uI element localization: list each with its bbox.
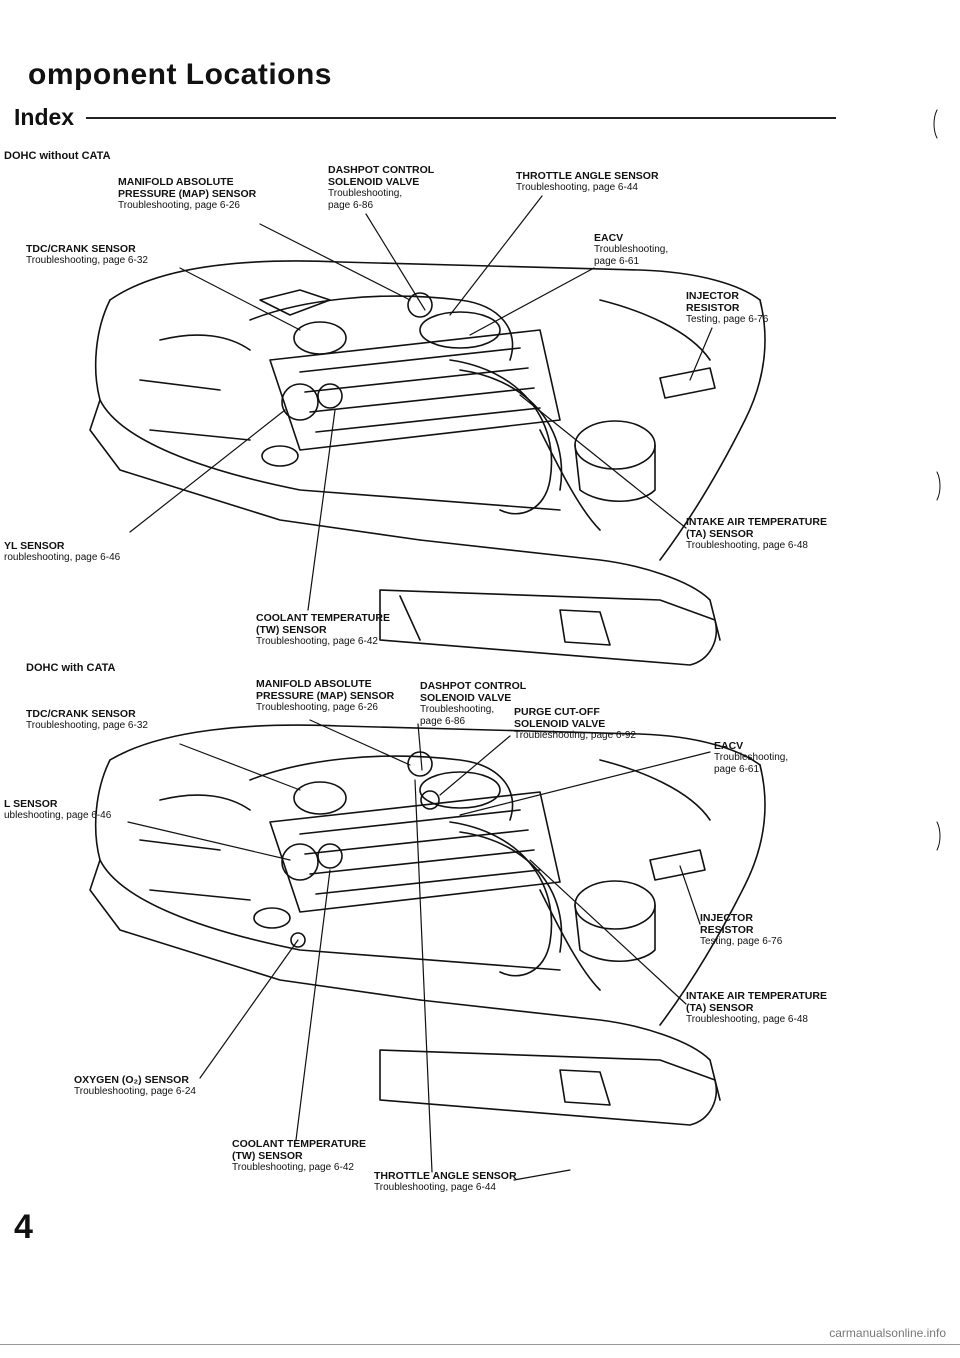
section-heading-with-cata: DOHC with CATA <box>26 662 116 674</box>
label-cyl-sensor-top: YL SENSOR roubleshooting, page 6-46 <box>4 540 121 563</box>
leader-lines-top <box>129 195 713 611</box>
engine-bay-bottom <box>89 724 766 1126</box>
label-intake-air-temp-bottom: INTAKE AIR TEMPERATURE (TA) SENSOR Troub… <box>686 990 827 1025</box>
label-intake-air-temp-top: INTAKE AIR TEMPERATURE (TA) SENSOR Troub… <box>686 516 827 551</box>
margin-mark <box>936 821 941 851</box>
page-number: 4 <box>14 1208 33 1246</box>
watermark: carmanualsonline.info <box>829 1326 946 1340</box>
engine-bay-top <box>89 260 766 666</box>
label-purge-cutoff-bottom: PURGE CUT-OFF SOLENOID VALVE Troubleshoo… <box>514 706 636 741</box>
leader-lines-bottom <box>127 719 711 1181</box>
label-throttle-angle-top: THROTTLE ANGLE SENSOR Troubleshooting, p… <box>516 170 659 193</box>
margin-mark <box>936 471 941 501</box>
label-map-sensor-top: MANIFOLD ABSOLUTE PRESSURE (MAP) SENSOR … <box>118 176 257 211</box>
label-injector-resistor-top: INJECTOR RESISTOR Testing, page 6-76 <box>686 290 769 325</box>
label-throttle-angle-bottom: THROTTLE ANGLE SENSOR Troubleshooting, p… <box>374 1170 517 1193</box>
page-title: omponent Locations <box>28 58 332 91</box>
label-coolant-temp-top: COOLANT TEMPERATURE (TW) SENSOR Troubles… <box>256 612 390 647</box>
label-coolant-temp-bottom: COOLANT TEMPERATURE (TW) SENSOR Troubles… <box>232 1138 366 1173</box>
label-tdc-crank-top: TDC/CRANK SENSOR Troubleshooting, page 6… <box>26 243 148 266</box>
label-injector-resistor-bottom: INJECTOR RESISTOR Testing, page 6-76 <box>700 912 783 947</box>
label-dashpot-top: DASHPOT CONTROL SOLENOID VALVE Troublesh… <box>328 164 435 211</box>
section-subtitle: Index <box>14 104 75 130</box>
label-eacv-bottom: EACV Troubleshooting, page 6-61 <box>714 740 789 775</box>
label-dashpot-bottom: DASHPOT CONTROL SOLENOID VALVE Troublesh… <box>420 680 527 727</box>
label-cyl-sensor-bottom: L SENSOR ubleshooting, page 6-46 <box>4 798 112 821</box>
title-rule <box>86 117 836 119</box>
label-tdc-crank-bottom: TDC/CRANK SENSOR Troubleshooting, page 6… <box>26 708 148 731</box>
label-map-sensor-bottom: MANIFOLD ABSOLUTE PRESSURE (MAP) SENSOR … <box>256 678 395 713</box>
label-oxygen-sensor-bottom: OXYGEN (O₂) SENSOR Troubleshooting, page… <box>74 1074 196 1097</box>
label-eacv-top: EACV Troubleshooting, page 6-61 <box>594 232 669 267</box>
section-heading-without-cata: DOHC without CATA <box>4 150 111 162</box>
footer-rule <box>0 1344 960 1345</box>
margin-mark <box>933 109 938 139</box>
